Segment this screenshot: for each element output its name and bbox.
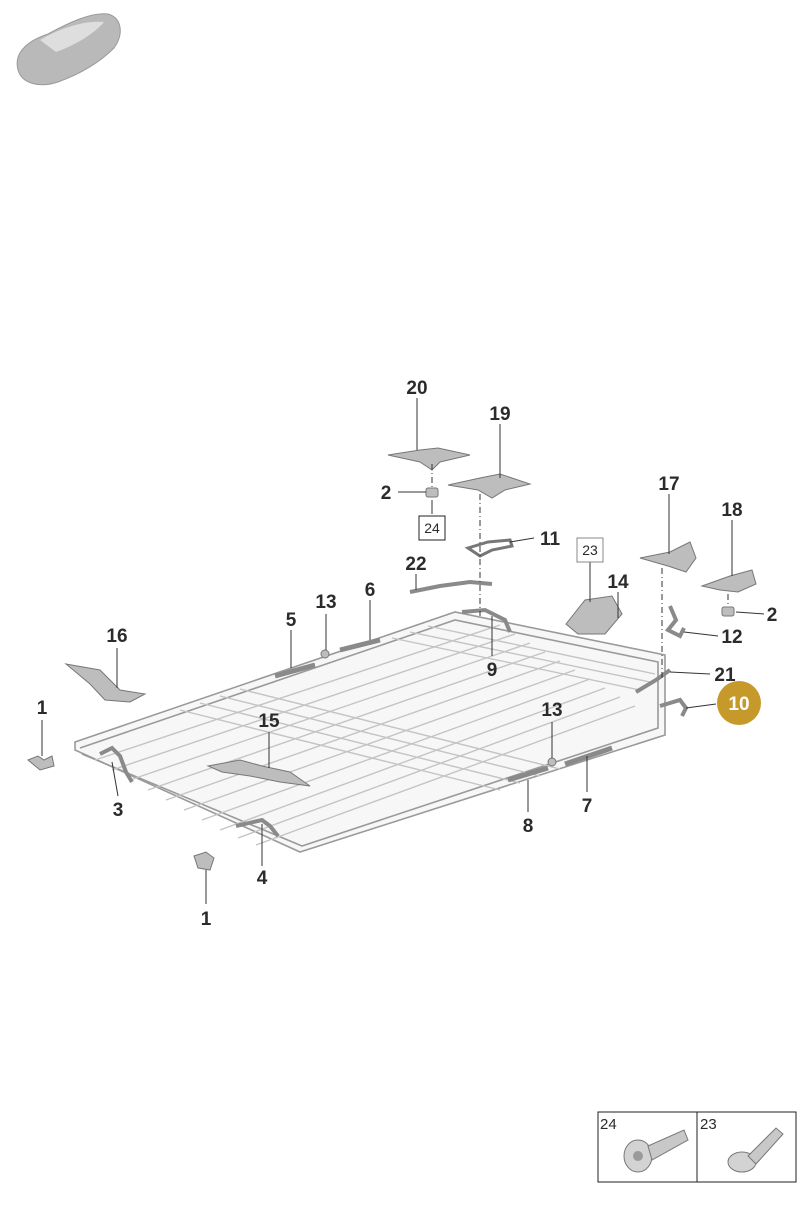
callout-6[interactable]: 6: [365, 580, 376, 601]
part-17-mount: [639, 541, 697, 573]
part-4-bracket: [235, 817, 280, 838]
part-8-rail: [507, 765, 549, 783]
part-20-mount: [387, 447, 471, 471]
part-11-bracket: [464, 538, 514, 558]
legend-item-23[interactable]: 23: [700, 1116, 784, 1173]
svg-text:23: 23: [582, 542, 598, 558]
callout-2-right[interactable]: 2: [767, 605, 778, 626]
callout-18[interactable]: 18: [721, 500, 742, 521]
callout-3[interactable]: 3: [113, 800, 124, 821]
callout-15[interactable]: 15: [258, 711, 280, 732]
part-15-shield: [206, 759, 311, 787]
fastener-legend: 24 23: [597, 1111, 797, 1183]
callout-20[interactable]: 20: [406, 378, 427, 399]
callout-24-box[interactable]: 24: [418, 515, 446, 541]
callout-21[interactable]: 21: [714, 665, 736, 686]
part-18-mount: [700, 569, 757, 593]
part-3-bracket: [99, 745, 134, 784]
part-19-mount: [447, 473, 532, 499]
part-2-nut-upper: [425, 487, 439, 498]
callout-1-bottom[interactable]: 1: [201, 909, 212, 930]
callout-4[interactable]: 4: [257, 868, 268, 889]
part-14-block: [565, 595, 623, 635]
callout-13-lower[interactable]: 13: [541, 700, 562, 721]
svg-text:24: 24: [600, 1116, 617, 1133]
callout-labels: 20 19 2 11 22 14 17 18 2 12 21 13 6 5 9 …: [37, 378, 778, 930]
part-12-bracket: [664, 605, 686, 639]
callout-22[interactable]: 22: [405, 554, 426, 575]
part-2-nut-right: [721, 606, 735, 617]
callout-9[interactable]: 9: [487, 660, 498, 681]
svg-text:24: 24: [424, 520, 440, 536]
underbody-frame: [74, 611, 666, 853]
svg-text:23: 23: [700, 1116, 717, 1133]
callout-19[interactable]: 19: [489, 404, 510, 425]
part-9-bracket: [461, 607, 512, 633]
part-16-shield: [64, 663, 147, 703]
callout-8[interactable]: 8: [523, 816, 534, 837]
part-22-rod: [409, 579, 493, 594]
long-bolt-icon: [727, 1127, 784, 1173]
callout-7[interactable]: 7: [582, 796, 593, 817]
part-1-clip-bottom: [193, 851, 215, 871]
part-5-rail: [274, 662, 316, 679]
car-silhouette-icon: [16, 13, 121, 86]
callout-17[interactable]: 17: [658, 474, 679, 495]
callout-10-highlighted[interactable]: 10: [717, 681, 761, 725]
part-7-rail: [564, 745, 613, 767]
part-1-clip-left: [27, 755, 55, 771]
callout-13-upper[interactable]: 13: [315, 592, 336, 613]
callout-2-upper[interactable]: 2: [381, 483, 392, 504]
part-13-clip-lower: [547, 757, 557, 767]
callout-11[interactable]: 11: [540, 529, 561, 550]
callout-14[interactable]: 14: [607, 572, 629, 593]
part-21-bracket: [634, 668, 672, 694]
part-10-bracket: [659, 697, 689, 717]
part-6-rail: [339, 637, 381, 653]
part-13-clip-upper: [320, 649, 330, 659]
callout-16[interactable]: 16: [106, 626, 127, 647]
callout-23-box[interactable]: 23: [576, 537, 604, 563]
svg-text:10: 10: [728, 694, 749, 715]
callout-5[interactable]: 5: [286, 610, 297, 631]
legend-item-24[interactable]: 24: [600, 1116, 689, 1173]
callout-1-left[interactable]: 1: [37, 698, 48, 719]
callout-12[interactable]: 12: [721, 627, 742, 648]
torx-bolt-icon: [623, 1129, 689, 1173]
leader-lines: [41, 398, 765, 904]
